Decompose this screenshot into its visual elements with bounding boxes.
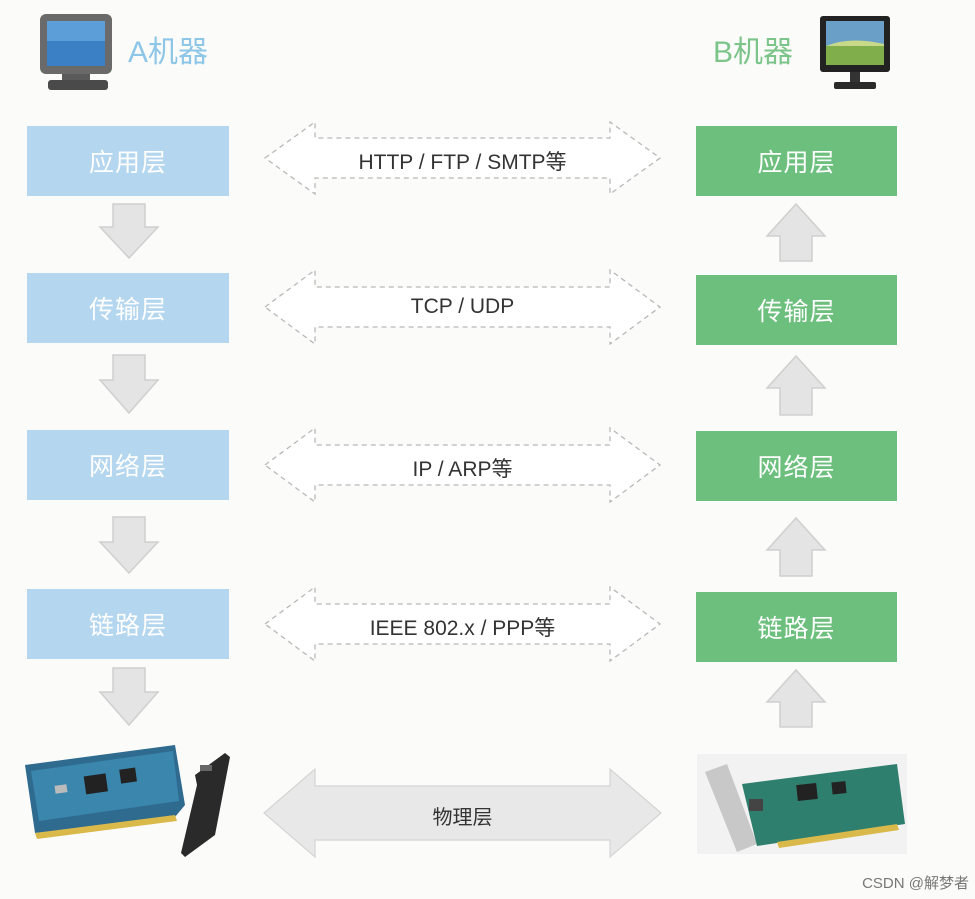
protocol-label-link: IEEE 802.x / PPP等 — [369, 617, 556, 640]
layer-a-transport: 传输层 — [27, 273, 229, 343]
layer-a-link: 链路层 — [27, 589, 229, 659]
network-card-b-icon — [697, 754, 907, 854]
machine-a-title: A机器 — [128, 36, 209, 69]
layer-a-network: 网络层 — [27, 430, 229, 500]
protocol-arrow-application — [263, 120, 662, 196]
up-arrow-icon — [765, 202, 827, 262]
machine-b-title: B机器 — [713, 36, 794, 69]
protocol-label-transport: TCP / UDP — [410, 295, 515, 318]
physical-layer-label: 物理层 — [432, 807, 493, 829]
down-arrow-icon — [98, 667, 160, 727]
network-card-a-icon — [25, 745, 230, 857]
protocol-label-network: IP / ARP等 — [412, 458, 513, 481]
down-arrow-icon — [98, 354, 160, 415]
protocol-label-application: HTTP / FTP / SMTP等 — [358, 151, 567, 174]
protocol-arrow-transport — [263, 268, 662, 346]
layer-b-transport: 传输层 — [696, 275, 897, 345]
up-arrow-icon — [765, 354, 827, 416]
up-arrow-icon — [765, 516, 827, 577]
protocol-arrow-network — [263, 426, 662, 504]
layer-b-application: 应用层 — [696, 126, 897, 196]
up-arrow-icon — [765, 668, 827, 728]
layer-b-link: 链路层 — [696, 592, 897, 662]
watermark-text: CSDN @解梦者 — [862, 875, 969, 892]
down-arrow-icon — [98, 516, 160, 575]
layer-b-network: 网络层 — [696, 431, 897, 501]
down-arrow-icon — [98, 203, 160, 260]
physical-layer-arrow — [263, 767, 662, 859]
protocol-arrow-link — [263, 585, 662, 663]
layer-a-application: 应用层 — [27, 126, 229, 196]
